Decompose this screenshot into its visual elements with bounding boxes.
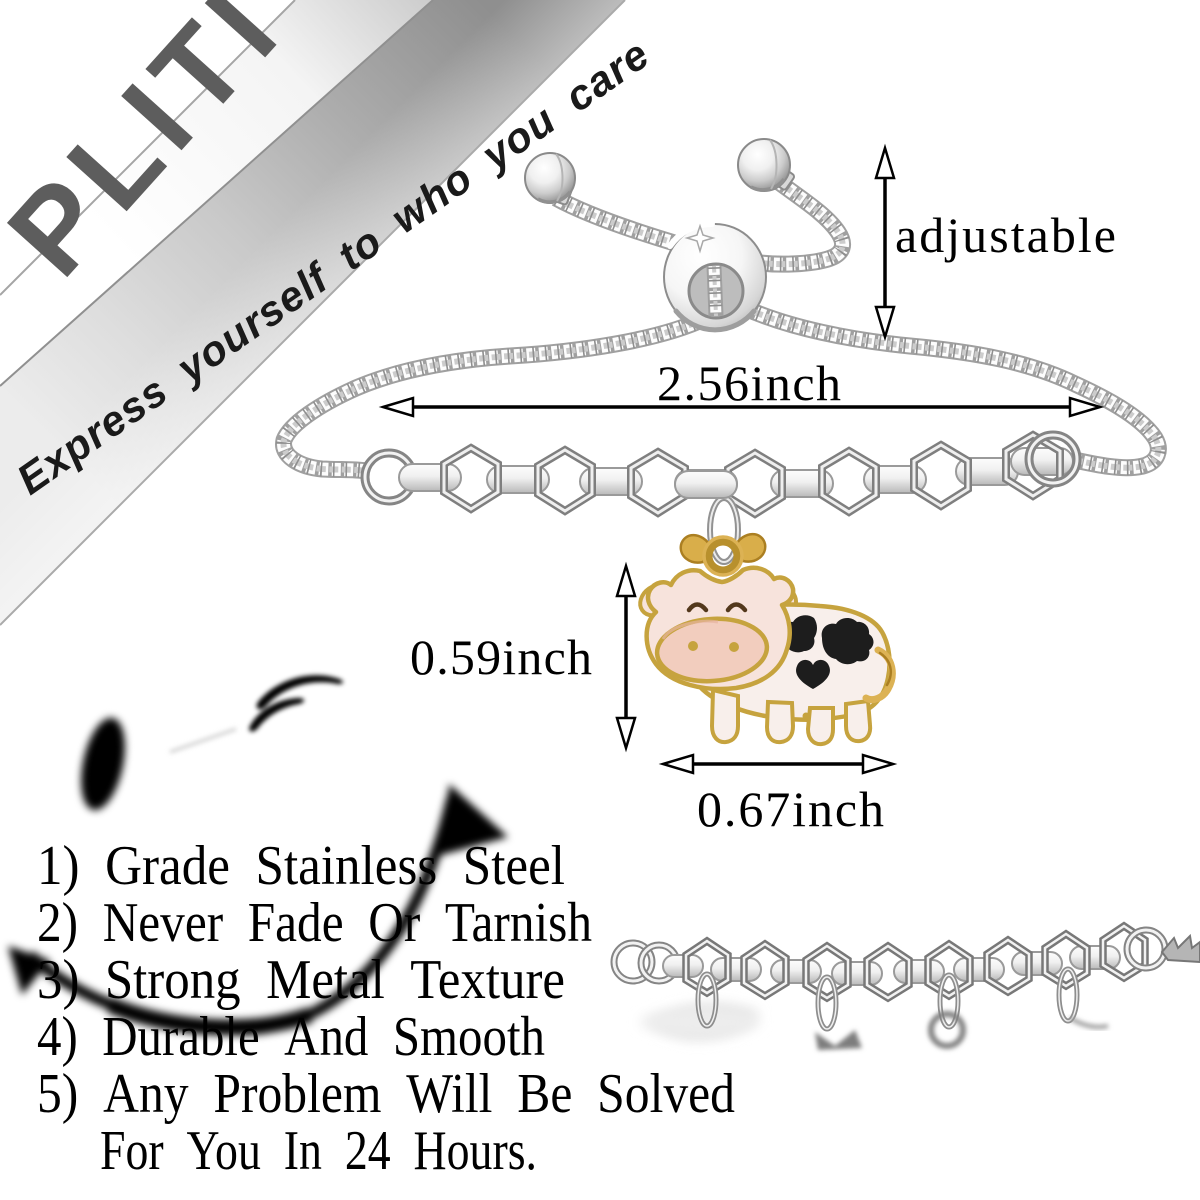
svg-text:0.67inch: 0.67inch <box>697 781 884 837</box>
svg-text:4) Durable And Smooth: 4) Durable And Smooth <box>37 1006 545 1068</box>
svg-text:0.59inch: 0.59inch <box>410 629 592 685</box>
svg-text:2.56inch: 2.56inch <box>657 355 841 411</box>
svg-text:3) Strong Metal Texture: 3) Strong Metal Texture <box>37 949 565 1011</box>
svg-text:1) Grade Stainless Steel: 1) Grade Stainless Steel <box>37 835 565 897</box>
svg-text:2) Never Fade Or Tarnish: 2) Never Fade Or Tarnish <box>37 892 592 954</box>
svg-text:5) Any Problem Will Be Solved: 5) Any Problem Will Be Solved <box>37 1063 735 1125</box>
svg-text:adjustable: adjustable <box>895 207 1116 263</box>
svg-text:For You In 24 Hours.: For You In 24 Hours. <box>100 1120 537 1182</box>
